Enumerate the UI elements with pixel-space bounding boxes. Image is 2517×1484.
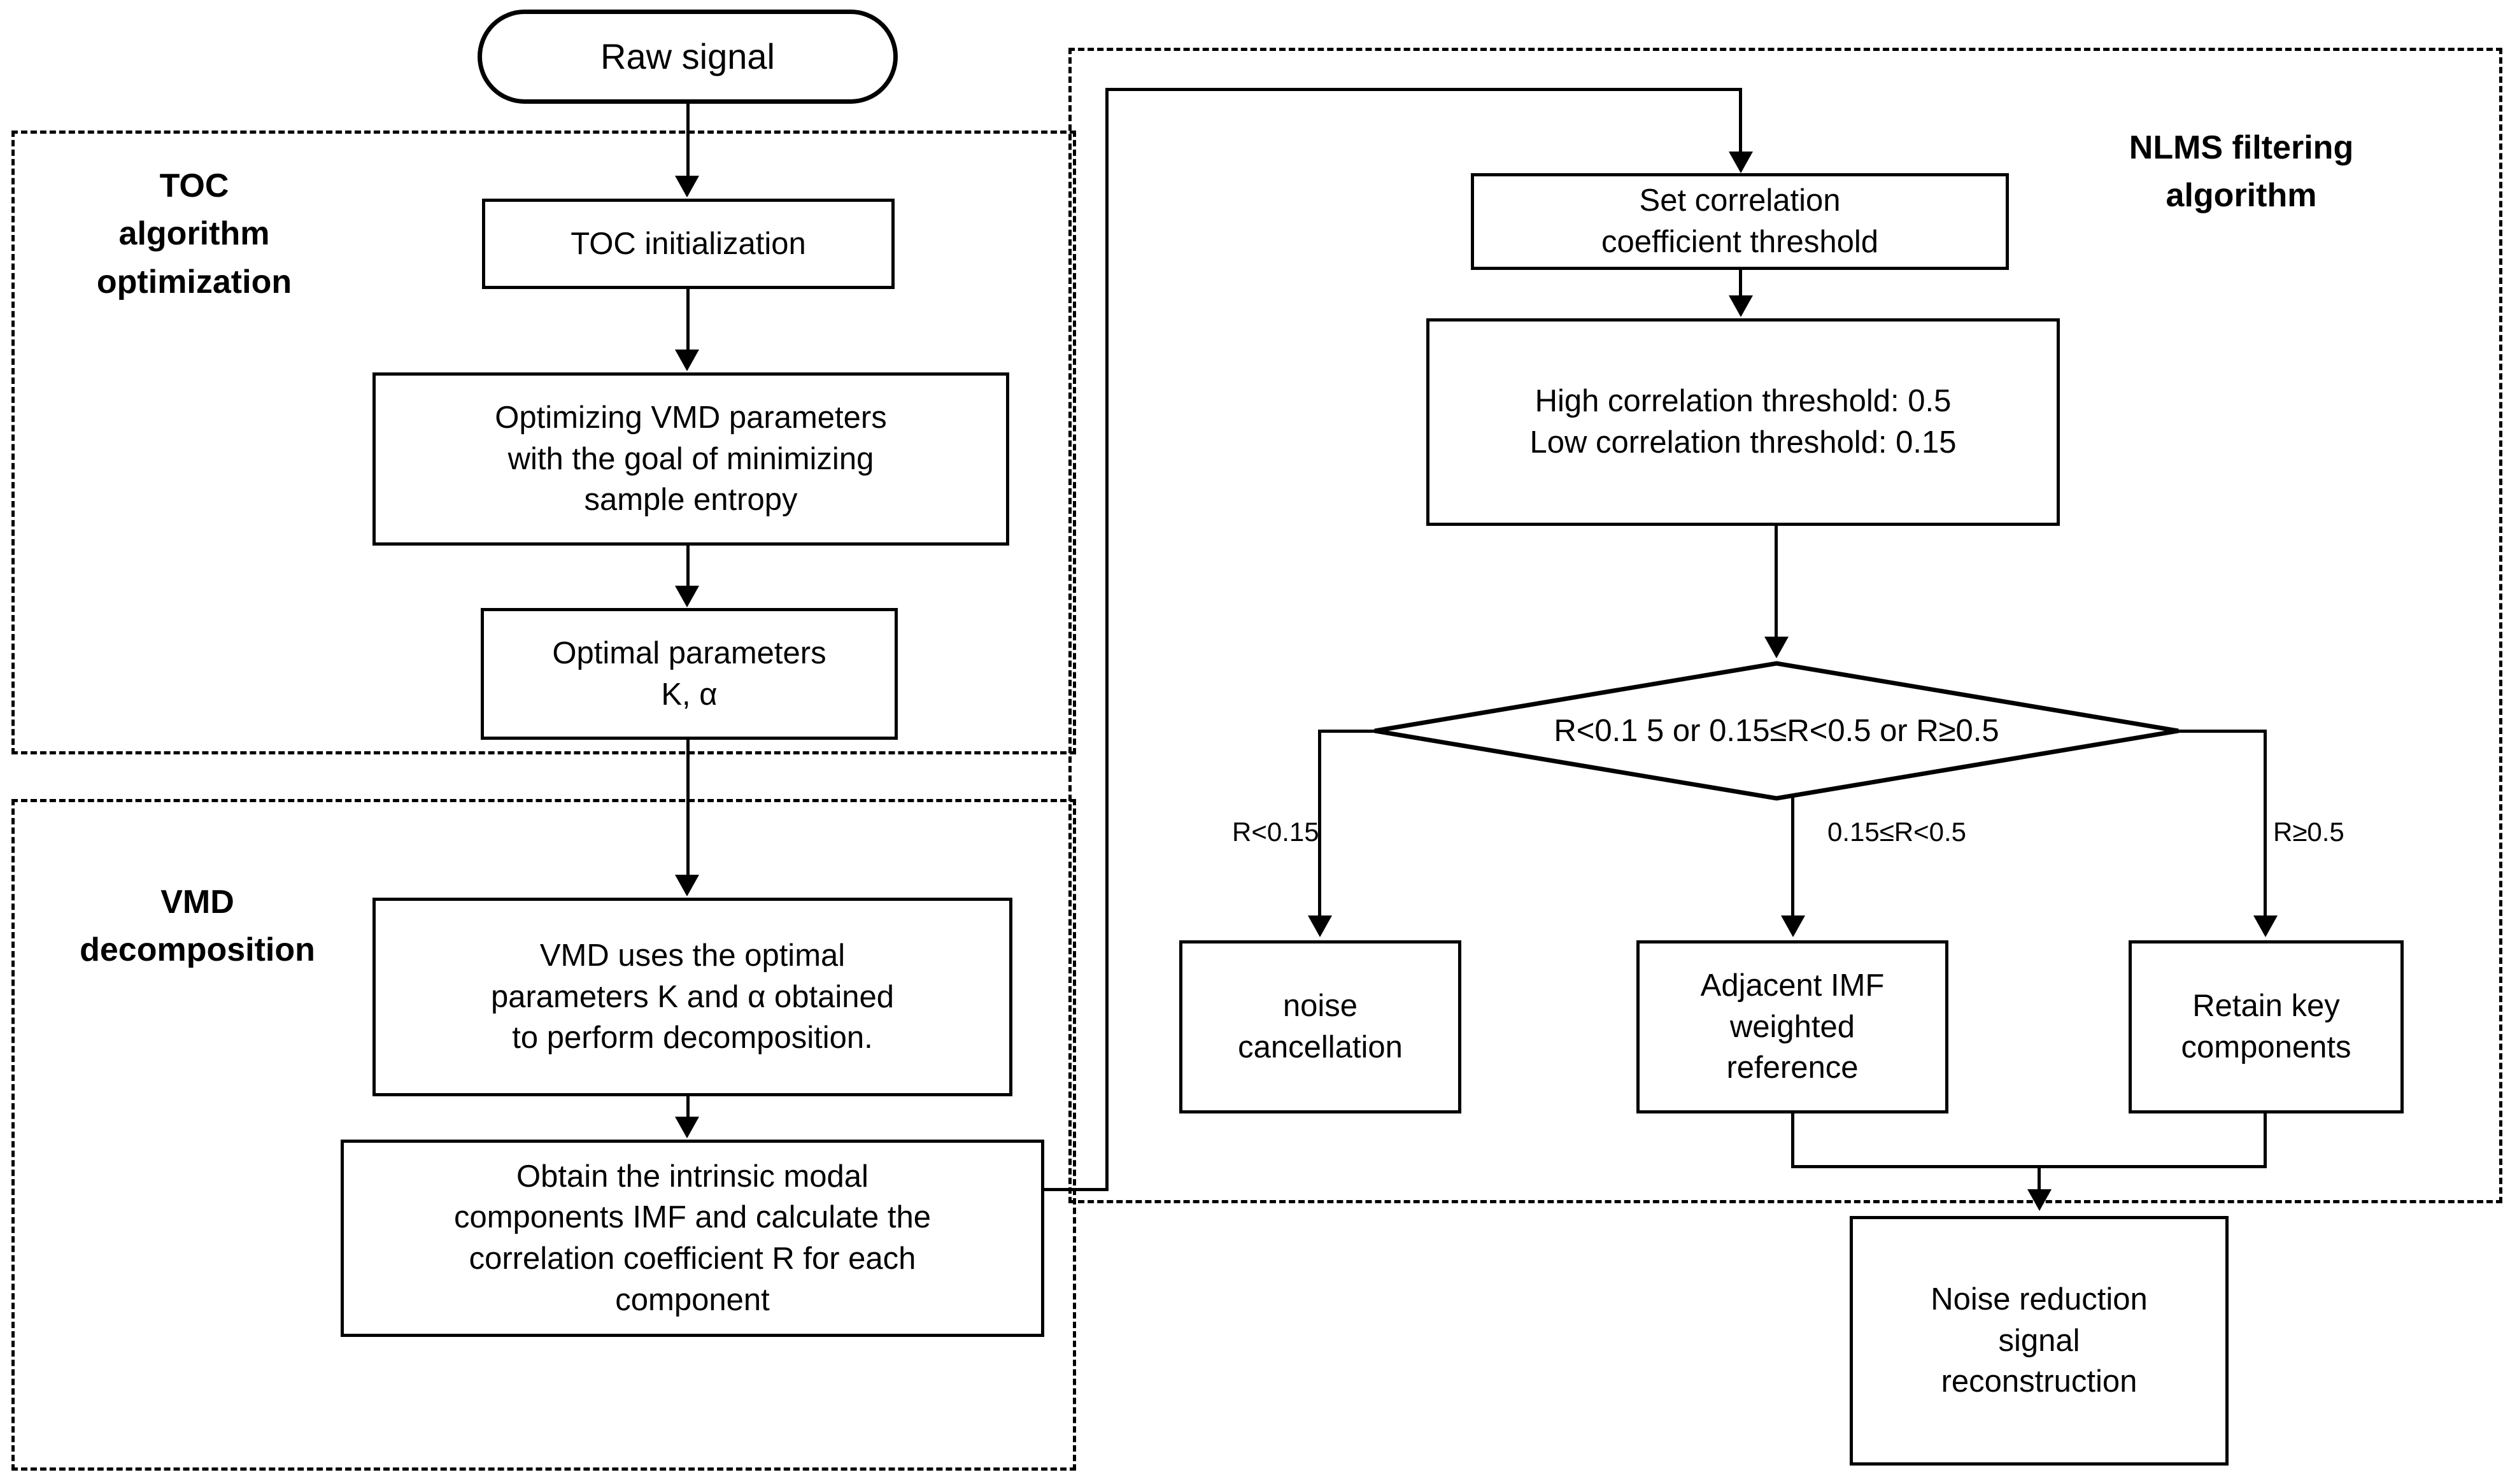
group-label-toc: TOC algorithm optimization <box>96 167 292 300</box>
node-set-correlation-threshold[interactable]: Set correlation coefficient threshold <box>1471 173 2009 270</box>
node-threshold-values[interactable]: High correlation threshold: 0.5 Low corr… <box>1426 318 2060 526</box>
edge-retain-key-down <box>2264 1113 2267 1167</box>
edge-imf-feedback-segment-right <box>1042 1188 1109 1191</box>
arrowhead-vmd-uses <box>675 875 699 896</box>
arrowhead-set-threshold <box>1729 152 1753 173</box>
node-obtain-imf-correlation[interactable]: Obtain the intrinsic modal components IM… <box>341 1140 1044 1337</box>
edge-raw-to-toc-init <box>686 104 690 177</box>
arrowhead-retain-key <box>2253 915 2278 937</box>
edge-label-branch-mid: 0.15≤R<0.5 <box>1827 817 1967 847</box>
edge-set-threshold-to-values <box>1739 270 1742 297</box>
group-label-nlms: NLMS filtering algorithm <box>2129 129 2354 215</box>
group-vmd-decomposition <box>11 799 1076 1471</box>
node-noise-reduction-signal-reconstruction[interactable]: Noise reduction signal reconstruction <box>1850 1216 2229 1466</box>
arrowhead-noise-cancellation <box>1308 915 1332 937</box>
edge-optimal-params-to-vmd-uses <box>686 740 690 876</box>
arrowhead-optimize-vmd <box>675 350 699 371</box>
group-label-vmd: VMD decomposition <box>80 884 315 969</box>
arrowhead-decision <box>1764 637 1789 658</box>
edge-adjacent-imf-down <box>1791 1113 1794 1167</box>
node-r-decision[interactable]: R<0.1 5 or 0.15≤R<0.5 or R≥0.5 <box>1372 661 2181 801</box>
arrowhead-optimal-params <box>675 586 699 607</box>
edge-merge-horizontal <box>1791 1165 2267 1168</box>
diamond-shape <box>1374 661 2179 801</box>
node-adjacent-imf-weighted-reference[interactable]: Adjacent IMF weighted reference <box>1636 940 1948 1113</box>
edge-merge-to-noise-reduction <box>2038 1165 2041 1192</box>
node-raw-signal[interactable]: Raw signal <box>478 10 898 104</box>
node-optimizing-vmd-parameters[interactable]: Optimizing VMD parameters with the goal … <box>372 372 1009 546</box>
edge-label-branch-low: R<0.15 <box>1232 817 1319 847</box>
arrowhead-obtain-imf <box>675 1117 699 1138</box>
arrowhead-adjacent-imf <box>1781 915 1805 937</box>
node-retain-key-components[interactable]: Retain key components <box>2129 940 2404 1113</box>
edge-imf-feedback-segment-up <box>1105 88 1109 1191</box>
node-optimal-parameters[interactable]: Optimal parameters K, α <box>481 608 898 740</box>
arrowhead-threshold-values <box>1729 295 1753 317</box>
arrowhead-toc-init <box>675 176 699 197</box>
edge-toc-init-to-optimize <box>686 289 690 351</box>
edge-imf-feedback-segment-top <box>1105 88 1742 91</box>
edge-optimize-to-optimal-params <box>686 546 690 587</box>
node-vmd-uses-optimal-parameters[interactable]: VMD uses the optimal parameters K and α … <box>372 898 1012 1096</box>
edge-label-branch-high: R≥0.5 <box>2273 817 2344 847</box>
edge-vmd-uses-to-obtain-imf <box>686 1096 690 1118</box>
edge-decision-middle-v <box>1791 797 1794 917</box>
group-nlms-filtering-algorithm <box>1068 48 2502 1203</box>
edge-decision-right-v <box>2264 730 2267 917</box>
node-r-decision-label: R<0.1 5 or 0.15≤R<0.5 or R≥0.5 <box>1554 714 1999 748</box>
edge-imf-feedback-segment-down <box>1739 88 1742 154</box>
edge-values-to-decision <box>1775 526 1778 638</box>
group-toc-algorithm-optimization <box>11 131 1076 754</box>
node-noise-cancellation[interactable]: noise cancellation <box>1179 940 1461 1113</box>
edge-decision-left-v <box>1318 730 1321 917</box>
arrowhead-noise-reduction <box>2027 1189 2052 1211</box>
edge-decision-right-h <box>2178 730 2267 733</box>
edge-decision-left-h <box>1318 730 1379 733</box>
node-toc-initialization[interactable]: TOC initialization <box>482 199 895 289</box>
